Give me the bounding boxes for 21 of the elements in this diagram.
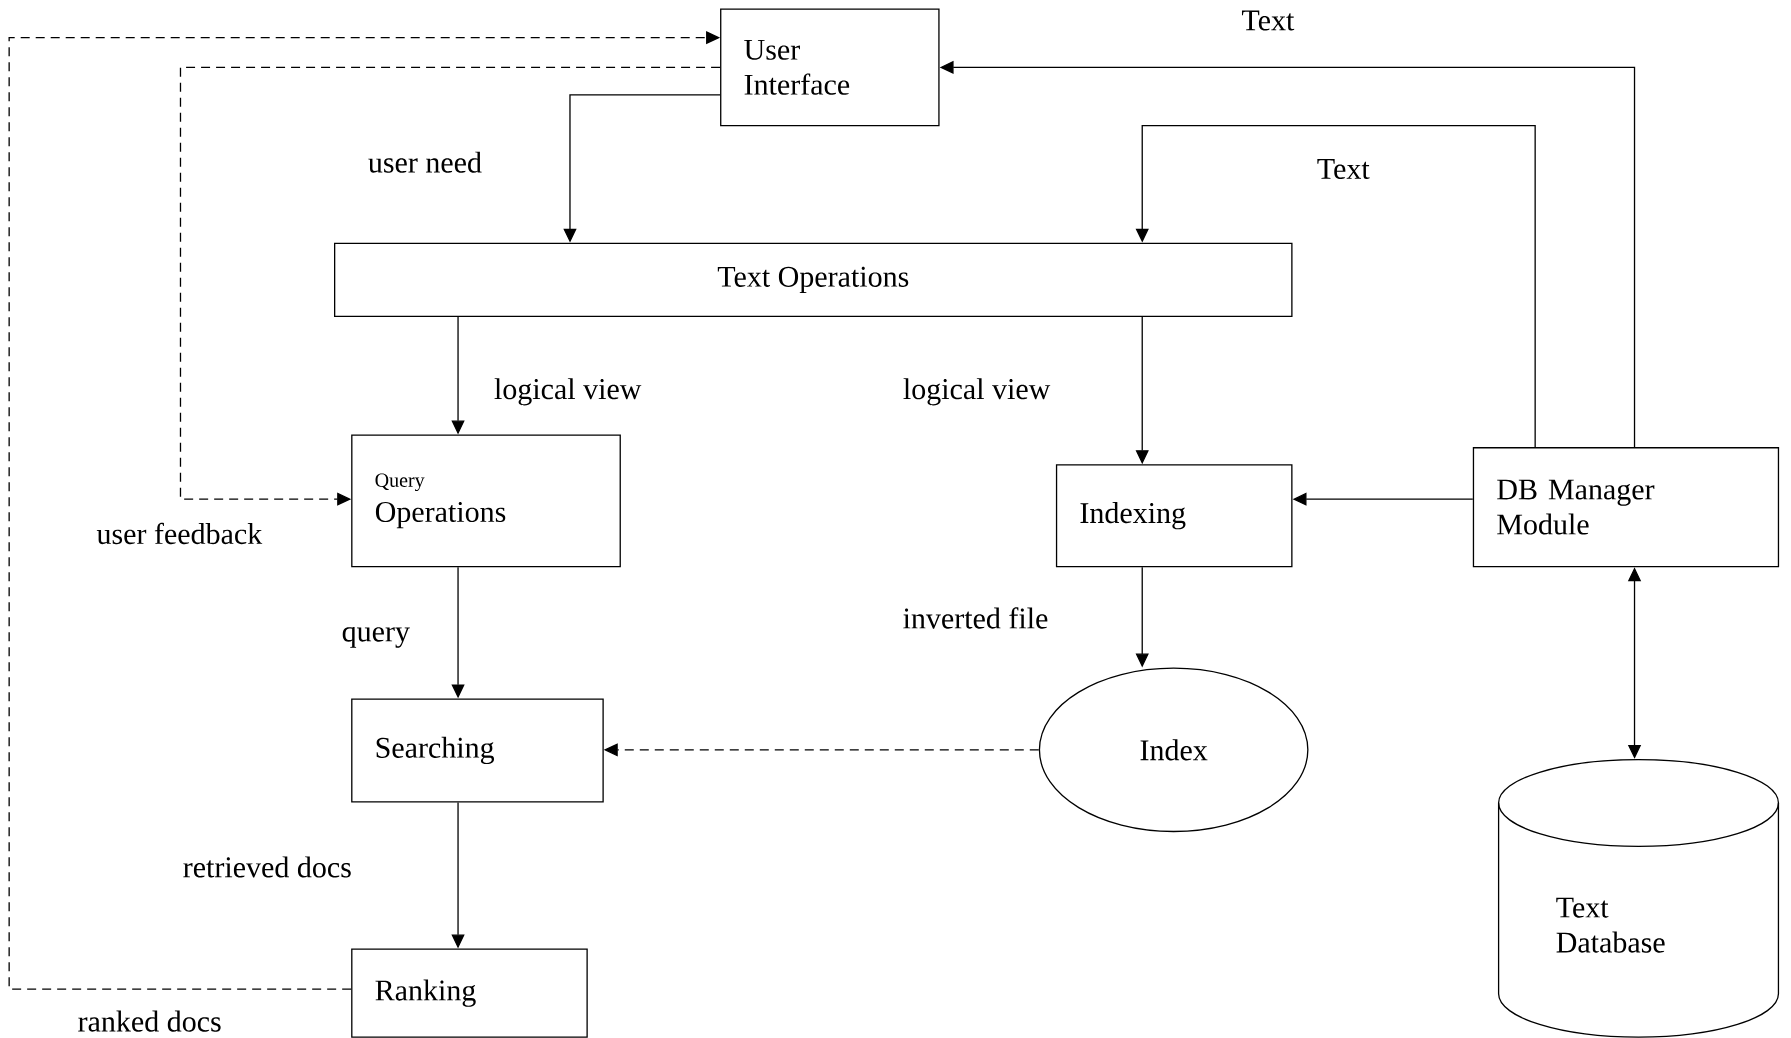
process-box: Indexing	[1055, 464, 1293, 568]
edge-label: query	[339, 624, 412, 650]
edge-label: logical view	[491, 376, 644, 408]
node-label: Text Database	[1556, 897, 1665, 953]
process-box: Ranking	[351, 948, 588, 1038]
edge-label: Text	[1314, 156, 1372, 181]
arrow	[1135, 124, 1536, 448]
edge-label: user feedback	[94, 520, 265, 546]
process-box: Searching	[351, 698, 604, 803]
edge-label: ranked docs	[75, 1008, 224, 1034]
arrow	[179, 66, 721, 506]
edge-label: user need	[365, 149, 484, 175]
edge-label: retrieved docs	[180, 854, 354, 880]
database-cylinder: Text Database	[1497, 758, 1780, 1038]
edge-label: inverted file	[900, 605, 1051, 631]
process-box: DB Manager Module	[1472, 446, 1780, 568]
process-box: Text Operations	[334, 242, 1293, 317]
edge-label: Text	[1239, 8, 1297, 33]
edge-label: logical view	[900, 376, 1053, 408]
process-box: User Interface	[720, 8, 940, 127]
process-box: Query Operations	[351, 434, 621, 568]
